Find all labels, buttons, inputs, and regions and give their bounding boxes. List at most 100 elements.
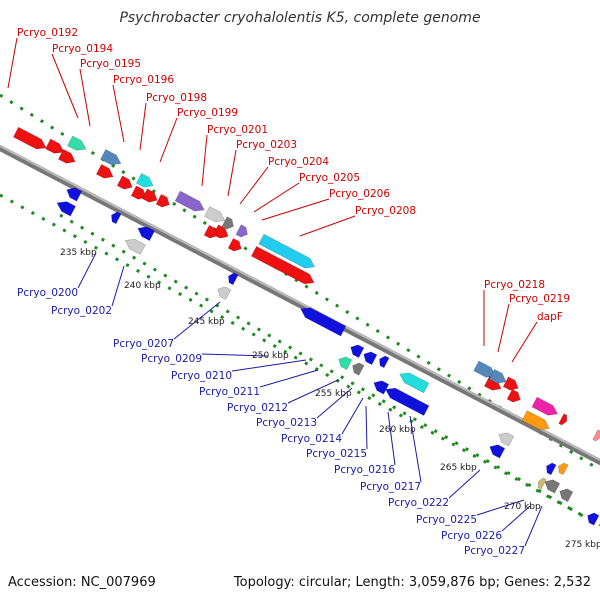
forward-gene-label: dapF [537,311,563,323]
leader-line [231,359,307,372]
tick-label: 270 kbp [504,502,541,512]
reverse-gene-arrow [587,512,600,526]
forward-gene-label: Pcryo_0205 [299,172,360,184]
leader-line [365,405,368,450]
forward-gene-label: Pcryo_0201 [207,124,268,136]
label-leader-lines [7,37,543,547]
reverse-gene-arrow [373,380,390,395]
reverse-gene-label: Pcryo_0207 [113,338,174,350]
reverse-gene-label: Pcryo_0227 [464,545,525,557]
reverse-gene-arrow [338,356,353,371]
forward-gene-label: Pcryo_0192 [17,27,78,39]
forward-gene-arrow [506,388,521,403]
reverse-gene-arrow [498,432,515,447]
tick-label: 275 kbp [565,540,600,550]
reverse-gene-label: Pcryo_0209 [141,353,202,365]
forward-gene-label: Pcryo_0204 [268,156,329,168]
forward-gene-arrow [258,233,316,269]
forward-gene-arrow [135,173,154,188]
forward-gene-arrow [227,237,242,252]
reverse-gene-arrow [546,462,557,476]
reverse-gene-arrow [217,286,232,301]
forward-gene-arrow [592,429,600,442]
reverse-gene-label: Pcryo_0226 [441,530,502,542]
forward-gene-label: Pcryo_0196 [113,74,174,86]
forward-gene-arrow [67,135,87,151]
forward-gene-arrow [204,206,226,223]
forward-gene-arrow [100,149,122,166]
forward-gene-label: Pcryo_0208 [355,205,416,217]
leader-line [316,387,353,419]
forward-gene-label: Pcryo_0198 [146,92,207,104]
leader-line [112,84,125,143]
tick-label: 255 kbp [315,389,352,399]
reverse-gene-label: Pcryo_0213 [256,417,317,429]
leader-line [501,505,531,532]
forward-gene-arrow [45,138,65,154]
forward-gene-label: Pcryo_0219 [509,293,570,305]
reverse-gene-arrow [228,272,239,286]
forward-gene-label: Pcryo_0218 [484,279,545,291]
forward-gene-label: Pcryo_0206 [329,188,390,200]
genome-backbone [0,145,600,465]
reverse-gene-arrow [385,387,430,416]
forward-gene-arrow [558,413,568,426]
forward-gene-arrow [502,376,519,391]
leader-line [287,379,339,404]
reverse-gene-arrow [111,211,122,225]
gene-features [12,126,600,526]
tick-label: 245 kbp [188,317,225,327]
leader-line [259,369,319,388]
leader-line [239,166,269,205]
leader-line [524,505,543,547]
forward-gene-arrow [250,245,315,285]
leader-line [77,252,97,289]
forward-gene-arrow [531,396,558,416]
leader-line [139,102,147,151]
reverse-gene-label: Pcryo_0210 [171,370,232,382]
reverse-gene-arrow [352,362,365,376]
reverse-gene-label: Pcryo_0216 [334,464,395,476]
forward-gene-arrow [12,126,47,150]
leader-line [511,321,538,363]
forward-gene-arrow [235,224,248,238]
tick-label: 265 kbp [440,463,477,473]
reverse-gene-arrow [558,462,569,476]
reverse-gene-arrow [537,477,547,490]
leader-line [409,415,422,483]
inner-guide-line [0,193,600,527]
forward-gene-arrow [57,149,76,164]
genome-summary-text: Topology: circular; Length: 3,059,876 bp… [233,575,591,590]
forward-gene-label: Pcryo_0194 [52,43,113,55]
leader-line [227,149,237,197]
leader-line [159,117,178,163]
leader-line [173,301,221,340]
leader-line [7,37,18,89]
gene-labels: Pcryo_0192Pcryo_0194Pcryo_0195Pcryo_0196… [17,27,570,557]
reverse-gene-label: Pcryo_0212 [227,402,288,414]
forward-gene-arrow [116,175,133,190]
backbone-highlight [0,145,600,461]
reverse-gene-label: Pcryo_0222 [388,497,449,509]
map-title: Psychrobacter cryohalolentis K5, complet… [119,10,480,26]
forward-gene-arrow [203,224,218,239]
tick-label: 260 kbp [379,425,416,435]
reverse-gene-arrow [137,226,156,241]
leader-line [253,182,300,213]
forward-gene-label: Pcryo_0203 [236,139,297,151]
leader-line [201,353,269,357]
leader-line [299,215,356,237]
forward-gene-arrow [141,188,158,203]
forward-gene-arrow [221,216,234,230]
leader-line [448,469,481,499]
forward-gene-arrow [174,190,205,212]
forward-gene-label: Pcryo_0199 [177,107,238,119]
reverse-gene-arrow [124,238,146,255]
reverse-gene-label: Pcryo_0202 [51,305,112,317]
forward-gene-arrow [130,185,147,200]
reverse-gene-label: Pcryo_0225 [416,514,477,526]
reverse-gene-label: Pcryo_0217 [360,481,421,493]
forward-gene-arrow [95,164,114,179]
